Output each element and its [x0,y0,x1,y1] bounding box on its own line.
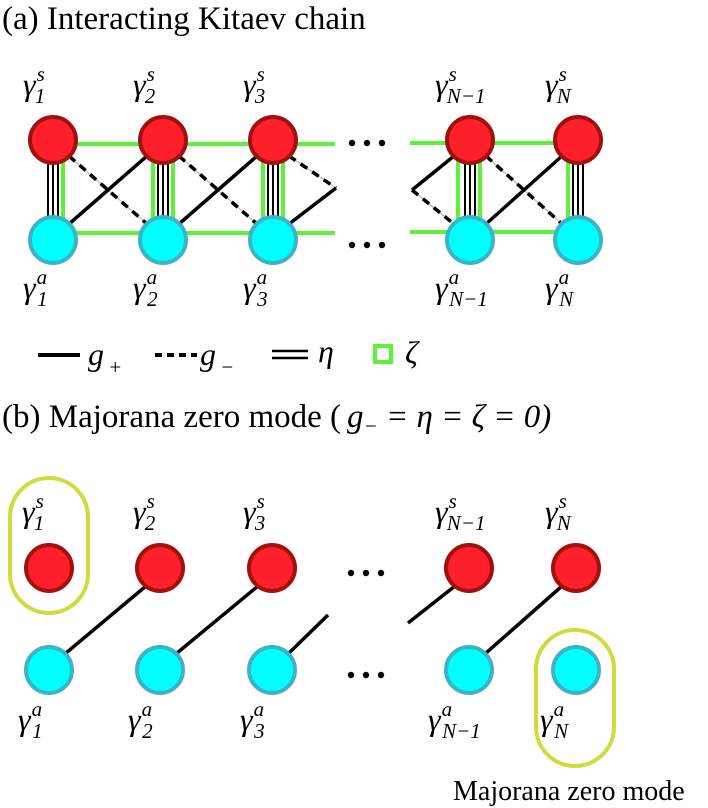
legend-green-square [373,344,393,364]
g-plus-bond [406,584,457,625]
zero-mode-highlight-left [8,476,90,615]
ellipsis-dot [347,671,355,679]
majorana-node-s [553,115,603,165]
ellipsis-dot [362,569,370,577]
legend-label-zeta: ζ [405,334,420,370]
g-plus-bond [484,584,564,655]
majorana-node-a [248,215,298,265]
g-minus-bond [484,154,564,226]
majorana-node-a [138,215,188,265]
majorana-node-a [135,645,185,695]
majorana-node-s [135,543,185,593]
majorana-node-s [551,543,601,593]
g-minus-bond [67,154,149,226]
majorana-node-s [28,115,78,165]
ellipsis-dot [347,569,355,577]
ellipsis-top [347,569,385,577]
majorana-node-a [24,645,74,695]
zero-mode-highlight-right [534,628,616,768]
majorana-node-s [247,543,297,593]
ellipsis-dot [377,569,385,577]
majorana-node-a [444,645,494,695]
ellipsis-bottom [348,241,386,249]
legend-label-eta: η [318,333,334,369]
ellipsis-dot [378,139,386,147]
majorana-node-a [553,215,603,265]
legend-label-g-plus-sub: + [108,355,122,379]
ellipsis-dot [348,139,356,147]
g-plus-bond [177,154,259,226]
majorana-node-a [28,215,78,265]
ellipsis-dot [362,671,370,679]
g-minus-bond [410,188,456,226]
panel-a-title: (a) Interacting Kitaev chain [2,1,366,37]
panel-b-title: (b) Majorana zero mode (g− = η = ζ = 0) [2,399,551,438]
legend-label-g-plus: g [88,336,104,372]
g-minus-bond [288,154,337,190]
legend-label-g-minus: g [200,336,216,372]
g-plus-bond [484,154,564,226]
g-plus-bond [287,613,330,655]
majorana-node-a [247,645,297,695]
g-plus-bond [64,584,148,655]
majorana-node-s [445,115,495,165]
majorana-zero-mode-label: Majorana zero mode [453,776,685,807]
g-minus-bond [177,154,259,226]
ellipsis-dot [378,241,386,249]
majorana-node-s [24,543,74,593]
majorana-node-a [445,215,495,265]
ellipsis-dot [363,241,371,249]
ellipsis-dot [348,241,356,249]
g-plus-bond [175,584,260,655]
majorana-node-s [444,543,494,593]
ellipsis-dot [363,139,371,147]
majorana-node-s [138,115,188,165]
legend-label-g-minus-sub: − [220,355,234,379]
g-plus-bond [287,186,338,226]
ellipsis-bottom [347,671,385,679]
majorana-node-s [248,115,298,165]
g-plus-bond [410,154,456,192]
ellipsis-dot [377,671,385,679]
majorana-node-a [551,645,601,695]
ellipsis-top [348,139,386,147]
g-plus-bond [67,154,149,226]
